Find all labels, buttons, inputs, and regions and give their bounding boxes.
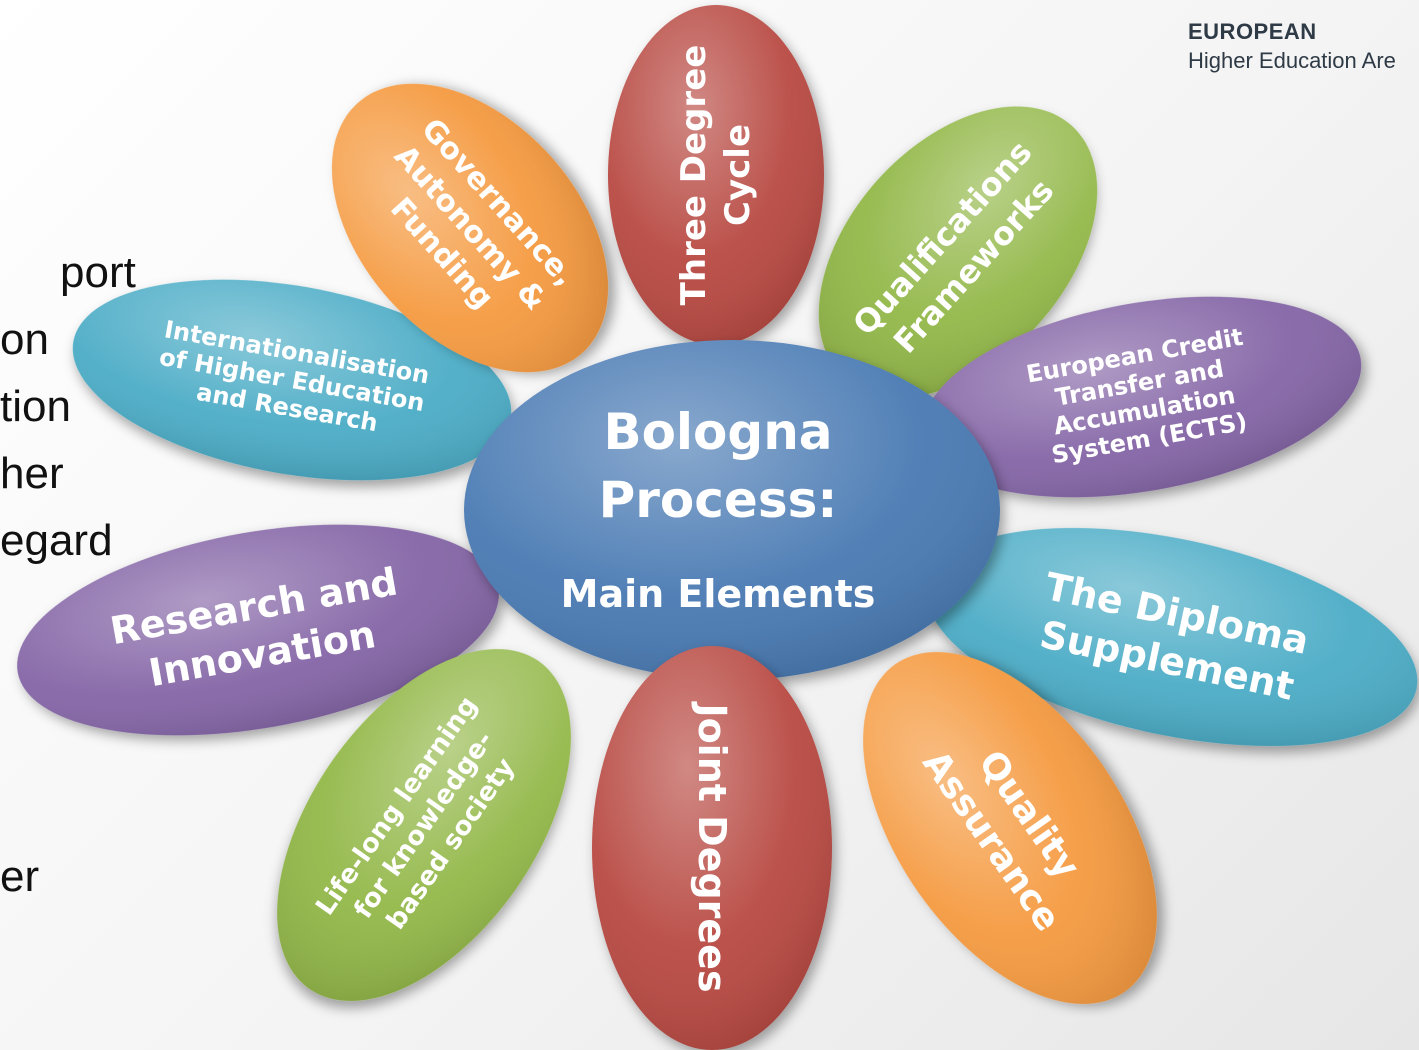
petal-three-degree-cycle-highlight [608, 5, 824, 345]
background-text-1: port [60, 248, 136, 297]
petal-governance-highlight [331, 83, 609, 373]
brand-line-1: EUROPEAN [1188, 19, 1317, 44]
petal-joint-degrees: Joint Degrees [592, 646, 832, 1050]
brand-header: EUROPEAN Higher Education Are [1188, 18, 1396, 75]
center-title-line3: Main Elements [561, 572, 876, 616]
petal-research-innovation-highlight [17, 524, 499, 736]
petal-joint-degrees-label: Joint Degrees [690, 700, 734, 992]
background-text-4: her [0, 449, 64, 498]
petal-three-degree-cycle-label: Cycle [718, 124, 758, 226]
center-disc-highlight [464, 340, 1000, 680]
brand-line-2: Higher Education Are [1188, 47, 1396, 73]
petal-diploma-supplement-highlight [926, 527, 1418, 747]
petal-three-degree-cycle-label: Three Degree [674, 45, 714, 306]
petal-joint-degrees-highlight [592, 646, 832, 1050]
background-text-3: tion [0, 382, 71, 431]
background-text-6: er [0, 852, 40, 901]
background-text-5: egard [0, 516, 113, 565]
petal-governance: Governance,Autonomy &Funding [331, 83, 609, 373]
center-title-line2: Process: [599, 471, 838, 529]
petal-ects-highlight [922, 296, 1362, 498]
center-title-line1: Bologna [603, 403, 832, 461]
petal-qualifications-frameworks-highlight [818, 106, 1098, 398]
background-text-2: on [0, 315, 49, 364]
petal-lifelong-learning-highlight [277, 649, 571, 1001]
petal-internationalisation-highlight [72, 279, 512, 481]
petal-quality-assurance-highlight [863, 652, 1157, 1004]
